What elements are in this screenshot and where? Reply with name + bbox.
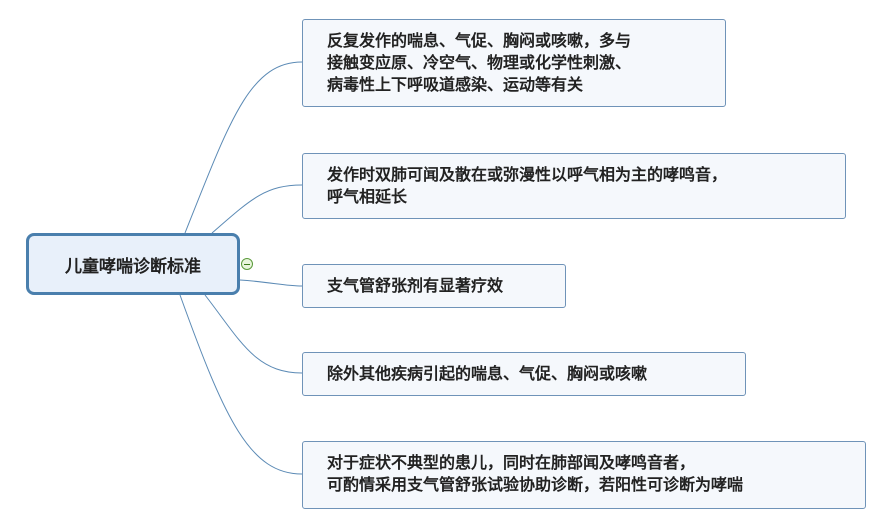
branch-node-2[interactable]: 发作时双肺可闻及散在或弥漫性以呼气相为主的哮鸣音， 呼气相延长 [302, 153, 846, 219]
root-label: 儿童哮喘诊断标准 [65, 256, 201, 277]
connector-3 [239, 279, 303, 287]
branch-text: 对于症状不典型的患儿，同时在肺部闻及哮鸣音者， [327, 453, 696, 472]
branch-text: 反复发作的喘息、气促、胸闷或咳嗽，多与 [327, 31, 632, 50]
connector-2 [211, 184, 303, 234]
branch-text: 发作时双肺可闻及散在或弥漫性以呼气相为主的哮鸣音， [327, 165, 728, 184]
collapse-icon[interactable] [241, 258, 253, 270]
branch-text: 可酌情采用支气管舒张试验协助诊断，若阳性可诊断为哮喘 [327, 475, 744, 494]
branch-node-1[interactable]: 反复发作的喘息、气促、胸闷或咳嗽，多与 接触变应原、冷空气、物理或化学性刺激、 … [302, 19, 726, 107]
branch-node-3[interactable]: 支气管舒张剂有显著疗效 [302, 264, 566, 308]
branch-text: 接触变应原、冷空气、物理或化学性刺激、 [327, 53, 632, 72]
branch-node-4[interactable]: 除外其他疾病引起的喘息、气促、胸闷或咳嗽 [302, 352, 746, 396]
connector-4 [204, 294, 303, 374]
branch-text: 病毒性上下呼吸道感染、运动等有关 [327, 75, 584, 94]
connector-5 [179, 294, 303, 475]
branch-text: 呼气相延长 [327, 187, 408, 206]
branch-text: 除外其他疾病引起的喘息、气促、胸闷或咳嗽 [327, 364, 648, 383]
branch-text: 支气管舒张剂有显著疗效 [327, 276, 504, 295]
connector-1 [184, 61, 303, 234]
branch-node-5[interactable]: 对于症状不典型的患儿，同时在肺部闻及哮鸣音者， 可酌情采用支气管舒张试验协助诊断… [302, 441, 866, 509]
root-node[interactable]: 儿童哮喘诊断标准 [26, 233, 240, 295]
